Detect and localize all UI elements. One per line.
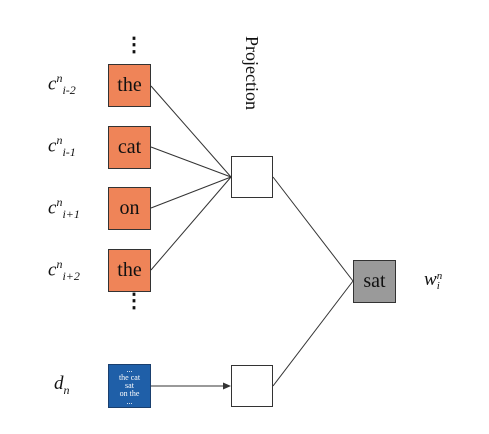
ellipsis-bottom: ⋮: [124, 290, 144, 312]
edge-doc-projection-to-target: [272, 280, 354, 387]
context-label-4: cni+2: [48, 257, 80, 284]
document-box: ... the cat sat on the ...: [108, 364, 151, 408]
projection-title: Projection: [242, 36, 262, 110]
doc-line-3: sat: [125, 381, 134, 390]
context-word-box-2: cat: [108, 126, 151, 169]
target-word-box: sat: [353, 260, 396, 303]
arrowhead: [223, 382, 231, 390]
doc-line-2: the cat: [118, 373, 141, 382]
edge-context-2-to-projection: [150, 146, 232, 178]
doc-line-1: ...: [126, 365, 133, 374]
context-word-box-3: on: [108, 187, 151, 230]
context-label-1: cni-2: [48, 71, 76, 98]
edge-context-1-to-projection: [150, 85, 232, 178]
ellipsis-top: ⋮: [124, 34, 144, 56]
doc-label: dn: [54, 373, 70, 397]
context-label-3: cni+1: [48, 195, 80, 222]
projection-box-document: [231, 365, 273, 407]
edge-context-4-to-projection: [150, 176, 232, 271]
context-word-box-1: the: [108, 64, 151, 107]
doc-line-5: ...: [126, 397, 133, 406]
edge-projection-to-target: [272, 176, 354, 282]
doc-line-4: on the: [119, 389, 140, 398]
edge-context-3-to-projection: [150, 176, 232, 209]
projection-box-context: [231, 156, 273, 198]
context-label-2: cni-1: [48, 133, 76, 160]
context-word-box-4: the: [108, 249, 151, 292]
